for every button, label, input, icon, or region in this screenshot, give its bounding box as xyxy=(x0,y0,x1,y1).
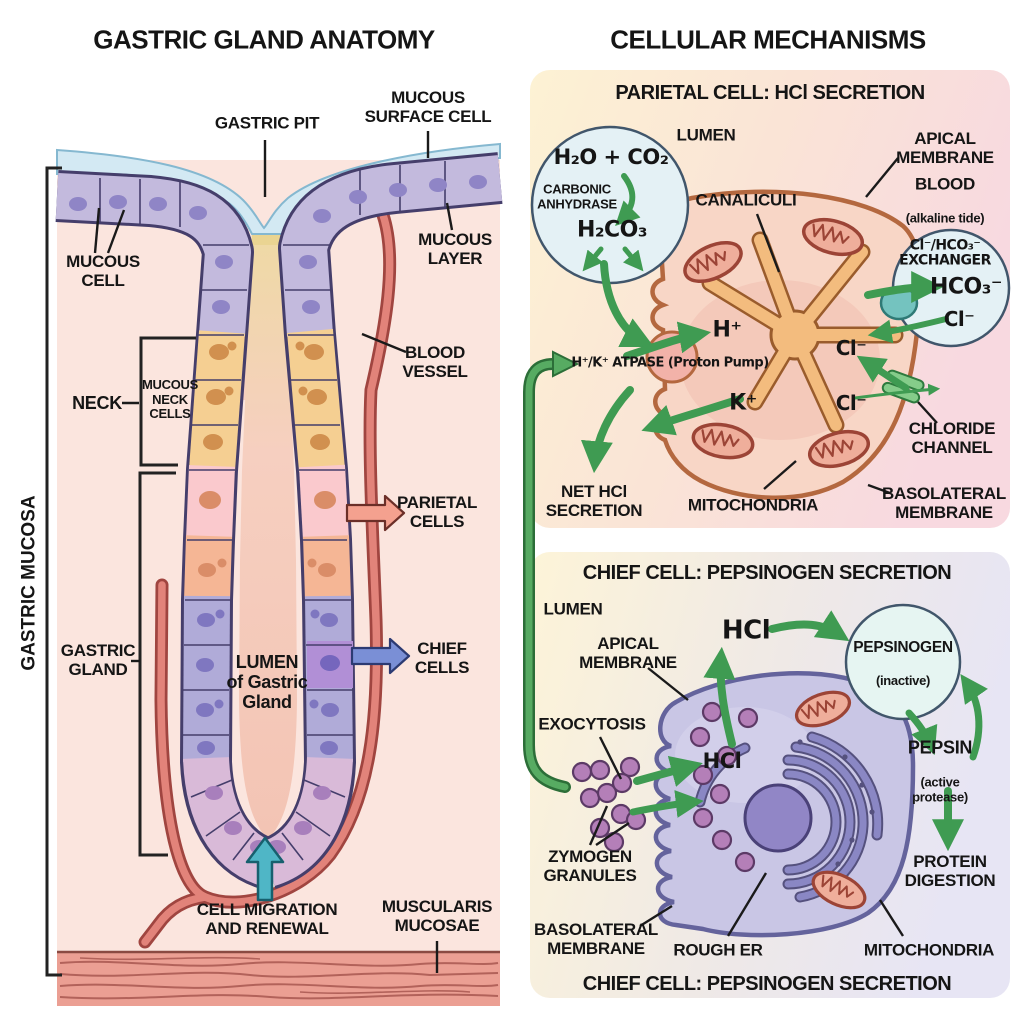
mucous-neck-cells-label: MUCOUS NECK CELLS xyxy=(142,377,198,422)
cell-separators xyxy=(99,161,446,861)
pepsinogen-label-line: PEPSINOGEN xyxy=(853,639,953,657)
h2co3-label: H₂CO₃ xyxy=(576,217,648,243)
parietal-arrows xyxy=(580,173,949,474)
leader-lines-chief xyxy=(588,667,905,937)
brackets xyxy=(45,166,196,977)
gastric-gland-label: GASTRIC GLAND xyxy=(60,640,136,679)
chloride-channel-label: CHLORIDE CHANNEL xyxy=(908,418,996,457)
muscularis-mucosae-label: MUSCULARIS MUCOSAE xyxy=(381,896,493,935)
mucous-cell-label: MUCOUS CELL xyxy=(66,251,140,290)
blood-sub-label: (alkaline tide) xyxy=(905,210,985,226)
pepsin-sub-label: (active protease) xyxy=(912,774,968,805)
chief-header: CHIEF CELL: PEPSINOGEN SECRETION xyxy=(582,561,952,584)
blood-vessel-label: BLOOD VESSEL xyxy=(402,342,468,381)
parietal-lumen-label: LUMEN xyxy=(676,125,736,145)
k-ion-label: K⁺ xyxy=(729,390,757,416)
cell-migration-arrow xyxy=(245,836,285,902)
h-ion-label: H⁺ xyxy=(712,317,742,343)
chief-arrows xyxy=(629,610,988,852)
protein-digestion-label: PROTEIN DIGESTION xyxy=(904,851,996,890)
chief-basolateral-label: BASOLATERAL MEMBRANE xyxy=(534,919,658,958)
chief-cell-panel xyxy=(530,552,1010,998)
h2o-co2-label: H₂O + CO₂ xyxy=(553,145,669,170)
blood-label-line: BLOOD xyxy=(915,174,975,194)
parietal-header: PARIETAL CELL: HCl SECRETION xyxy=(615,81,925,104)
parietal-mitochondria-label: MITOCHONDRIA xyxy=(687,495,819,515)
nucleus xyxy=(743,783,813,853)
hcl-connection-arrow xyxy=(523,350,580,793)
neck-label: NECK xyxy=(72,392,122,413)
chief-mitochondria-label: MITOCHONDRIA xyxy=(863,940,995,960)
pepsinogen-sub-label: (inactive) xyxy=(875,673,931,689)
parietal-cell-panel xyxy=(530,70,1011,528)
hcl-inner-label: HCl xyxy=(702,749,742,774)
left-title: GASTRIC GLAND ANATOMY xyxy=(93,24,435,55)
ribosome-dots xyxy=(797,739,875,867)
blood-vessel xyxy=(138,208,397,949)
chief-apical-membrane-label: APICAL MEMBRANE xyxy=(579,633,677,672)
parietal-cells-arrow xyxy=(345,494,406,532)
gland-lumen-label: LUMEN of Gastric Gland xyxy=(226,651,308,713)
chief-footer: CHIEF CELL: PEPSINOGEN SECRETION xyxy=(582,972,952,995)
exchanger-label: Cl⁻/HCO₃⁻ EXCHANGER xyxy=(899,237,991,269)
cl-lower-label: Cl⁻ xyxy=(835,390,867,415)
atpase-label: H⁺/K⁺ ATPASE (Proton Pump) xyxy=(571,355,769,371)
blood-alkaline-tide-label: BLOOD (alkaline tide) xyxy=(906,156,985,243)
mucous-surface-cell-label: MUCOUS SURFACE CELL xyxy=(364,87,492,126)
parietal-cells-label: PARIETAL CELLS xyxy=(396,492,478,531)
mucous-layer-label: MUCOUS LAYER xyxy=(418,229,492,268)
zymogen-granules-label: ZYMOGEN GRANULES xyxy=(543,846,637,885)
canaliculi-structure xyxy=(701,231,904,434)
chief-lumen-label: LUMEN xyxy=(543,599,603,619)
chief-cells-arrow xyxy=(350,637,411,675)
parietal-apical-membrane-label: APICAL MEMBRANE xyxy=(896,128,994,167)
net-hcl-label: NET HCl SECRETION xyxy=(545,481,643,520)
pepsinogen-label: PEPSINOGEN (inactive) xyxy=(853,621,953,707)
pepsin-label: PEPSIN (active protease) xyxy=(898,720,982,823)
rough-er-label: ROUGH ER xyxy=(673,940,763,960)
zymogen-granules-dots xyxy=(571,701,759,873)
cl-upper-label: Cl⁻ xyxy=(835,335,867,360)
leader-lines-left xyxy=(93,131,454,973)
exocytosis-label: EXOCYTOSIS xyxy=(538,714,646,734)
hcl-top-label: HCl xyxy=(721,615,771,646)
right-title: CELLULAR MECHANISMS xyxy=(610,24,926,55)
pepsin-label-line: PEPSIN xyxy=(907,737,973,758)
carbonic-anhydrase-label: CARBONIC ANHYDRASE xyxy=(537,181,617,211)
leader-lines-parietal xyxy=(755,157,938,495)
pepsinogen-circle xyxy=(844,603,962,721)
parietal-basolateral-label: BASOLATERAL MEMBRANE xyxy=(882,483,1006,522)
gland-lumen-interior xyxy=(239,245,297,840)
muscularis-mucosae-band xyxy=(57,950,500,1006)
gastric-gland-illustration xyxy=(45,131,503,1006)
gastric-pit-label: GASTRIC PIT xyxy=(214,113,320,133)
chief-cells-label: CHIEF CELLS xyxy=(414,638,470,677)
hco3-label: HCO₃⁻ xyxy=(929,274,1003,300)
cell-migration-label: CELL MIGRATION AND RENEWAL xyxy=(196,899,338,938)
gastric-mucosa-label: GASTRIC MUCOSA xyxy=(18,495,40,671)
canaliculi-label: CANALICULI xyxy=(695,190,797,210)
cl-exchanger-label: Cl⁻ xyxy=(943,306,975,331)
